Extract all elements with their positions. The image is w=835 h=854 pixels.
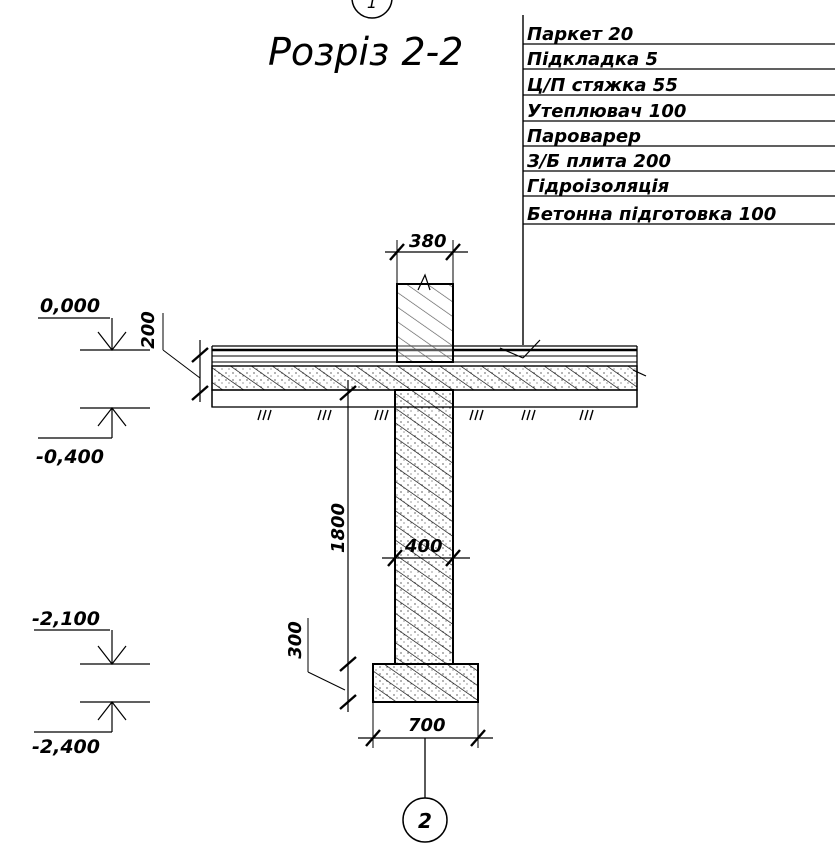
svg-text:0,000: 0,000	[40, 295, 100, 317]
soil-mark	[579, 409, 584, 421]
dimension-1800: 1800	[328, 380, 357, 712]
layer-item: Бетонна підготовка 100	[527, 204, 776, 225]
foundation-footing	[372, 663, 479, 703]
axis-bubble-top: 1	[351, 0, 393, 19]
soil-mark	[327, 409, 332, 421]
soil-mark	[262, 409, 267, 421]
dimension-380: 380	[385, 231, 468, 284]
soil-hatching	[257, 409, 594, 421]
layer-item: Паркет 20	[527, 24, 633, 45]
soil-mark	[589, 409, 594, 421]
svg-text:300: 300	[285, 621, 306, 659]
axis-label-top: 1	[367, 0, 377, 12]
axis-label-bottom: 2	[418, 809, 432, 833]
layer-legend: Паркет 20 Підкладка 5 Ц/П стяжка 55 Утеп…	[499, 15, 835, 359]
layer-item: Пароварер	[527, 126, 641, 147]
level-mark-minus-2400: -2,400	[32, 701, 150, 758]
soil-mark	[322, 409, 327, 421]
layer-item: З/Б плита 200	[526, 151, 671, 172]
soil-mark	[526, 409, 531, 421]
svg-text:-0,400: -0,400	[36, 446, 104, 468]
level-mark-minus-0400: -0,400	[36, 407, 150, 468]
svg-text:-2,400: -2,400	[32, 736, 100, 758]
soil-mark	[531, 409, 536, 421]
dimension-300: 300	[285, 618, 357, 710]
soil-mark	[379, 409, 384, 421]
axis-bubble-bottom: 2	[402, 738, 448, 843]
section-title: Розріз 2-2	[268, 30, 463, 74]
svg-text:380: 380	[409, 231, 447, 252]
soil-mark	[474, 409, 479, 421]
wall-above	[396, 273, 454, 363]
soil-mark	[257, 409, 262, 421]
soil-mark	[267, 409, 272, 421]
level-mark-0000: 0,000	[38, 295, 150, 351]
dimension-400: 400	[382, 536, 470, 567]
svg-text:1800: 1800	[328, 503, 349, 553]
dimension-200: 200	[138, 311, 209, 402]
soil-mark	[479, 409, 484, 421]
svg-text:200: 200	[138, 311, 159, 349]
layer-item: Утеплювач 100	[527, 101, 686, 122]
soil-mark	[384, 409, 389, 421]
svg-text:700: 700	[408, 715, 446, 736]
soil-mark	[317, 409, 322, 421]
svg-text:-2,100: -2,100	[32, 608, 100, 630]
foundation-wall	[394, 389, 454, 665]
soil-mark	[374, 409, 379, 421]
layer-item: Гідроізоляція	[527, 176, 670, 197]
layer-item: Підкладка 5	[527, 49, 658, 70]
svg-text:400: 400	[404, 536, 443, 557]
soil-mark	[584, 409, 589, 421]
soil-mark	[469, 409, 474, 421]
layer-item: Ц/П стяжка 55	[527, 75, 678, 96]
soil-mark	[521, 409, 526, 421]
level-mark-minus-2100: -2,100	[32, 608, 150, 665]
